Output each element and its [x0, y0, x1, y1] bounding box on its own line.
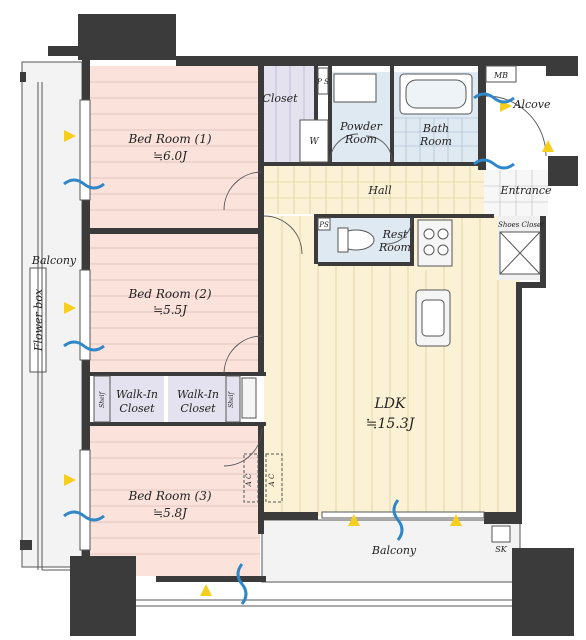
- bottom-balcony-area: [261, 519, 521, 583]
- entrance-tiles: [484, 170, 548, 216]
- shelf-2-label: Shelf: [228, 390, 235, 407]
- ps2-label: PS: [318, 221, 329, 229]
- w-label: W: [309, 137, 319, 147]
- ldk-label: LDK: [374, 396, 408, 412]
- left-windows: [79, 99, 485, 551]
- balcony-left-label: Balcony: [31, 254, 77, 267]
- door-arcs: [223, 95, 547, 467]
- bedroom-2-label: Bed Room (2): [127, 287, 211, 301]
- bedroom-1-boards: [88, 81, 262, 211]
- bedroom-2-floor: [88, 232, 260, 372]
- walls: [20, 14, 578, 636]
- mb-label: MB: [493, 71, 508, 80]
- closet-label: Closet: [262, 92, 298, 105]
- shoes-closet-label: Shoes Closet: [498, 221, 544, 229]
- alcove-label: Alcove: [513, 98, 551, 111]
- walkin-1-label-1: Walk-In: [116, 388, 158, 401]
- closet-lines: [275, 66, 305, 164]
- walkin-2-label-2: Closet: [180, 402, 216, 415]
- walkin-2-label-1: Walk-In: [177, 388, 219, 401]
- bedroom-1-floor: [88, 66, 262, 228]
- bedroom-3-label: Bed Room (3): [127, 489, 211, 503]
- balcony-rails: [37, 82, 512, 607]
- fixtures: [93, 65, 541, 543]
- bath-label-1: Bath: [422, 122, 449, 135]
- rest-label-1: Rest: [382, 228, 408, 241]
- bath-tiles: [392, 117, 478, 162]
- entrance-label: Entrance: [499, 184, 552, 197]
- bedroom-1-label: Bed Room (1): [127, 132, 211, 146]
- bath-label-2: Room: [419, 135, 452, 148]
- bedroom-3-size: ≒5.8J: [153, 506, 188, 520]
- bedroom-2-size: ≒5.5J: [153, 303, 188, 317]
- flower-box-label: Flower box: [32, 288, 45, 352]
- bedroom-1-size: ≒6.0J: [153, 149, 188, 163]
- walkin-1-label-2: Closet: [119, 402, 155, 415]
- hall-label: Hall: [367, 184, 392, 197]
- balcony-bottom-label: Balcony: [371, 544, 417, 557]
- ac-2-label: A C: [268, 473, 276, 487]
- bedroom-3-boards: [88, 441, 260, 555]
- ps-label: P S: [316, 78, 329, 86]
- hall-floor: [262, 166, 484, 214]
- rest-label-2: Room: [378, 241, 411, 254]
- wind-markers: [63, 92, 554, 605]
- sk-label: SK: [495, 545, 507, 554]
- powder-label-2: Room: [344, 133, 377, 146]
- ac-1-label: A C: [245, 473, 253, 487]
- hall-tiles: [262, 166, 484, 214]
- bedroom-2-boards: [88, 247, 260, 361]
- bedroom-3-floor: [88, 426, 260, 576]
- powder-label-1: Powder: [339, 120, 383, 133]
- shelf-1-label: Shelf: [99, 390, 106, 407]
- ldk-size: ≒15.3J: [366, 416, 416, 432]
